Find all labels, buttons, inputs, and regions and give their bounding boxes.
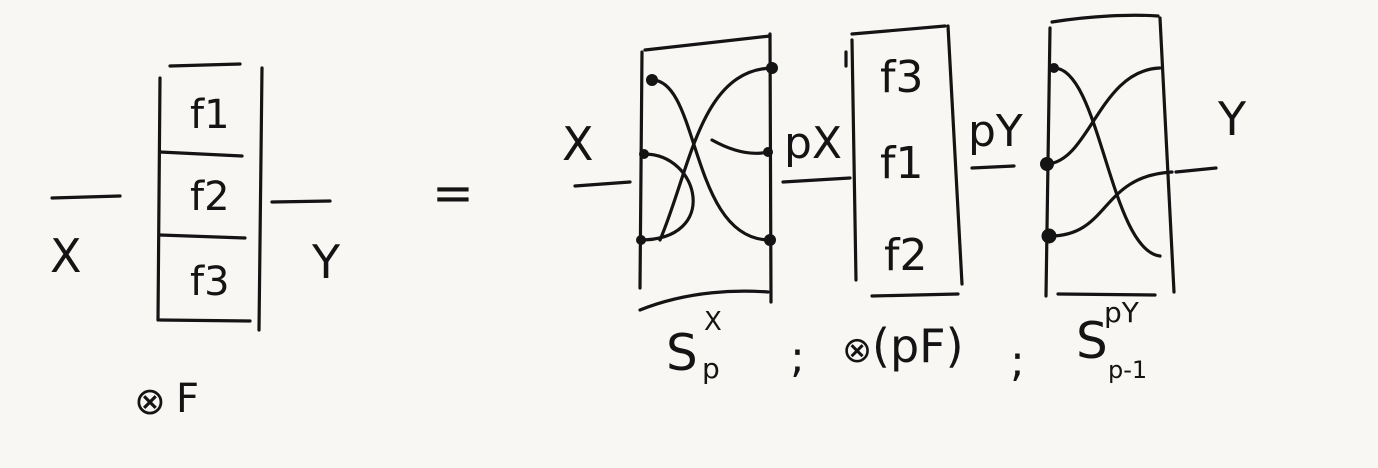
box3-wire-a <box>1052 66 1162 258</box>
left-box-divider-2 <box>158 233 247 240</box>
box1-top-edge <box>643 34 772 52</box>
symmetry-box-2 <box>1040 13 1176 298</box>
box1-bottom-edge <box>638 289 770 312</box>
left-box-right-edge <box>257 66 264 332</box>
box3-port-in-2 <box>1040 157 1054 171</box>
left-input-label: X <box>50 229 82 283</box>
box3-wire-b <box>1046 66 1162 166</box>
box2-left-edge <box>850 38 858 282</box>
box2-right-edge <box>946 24 964 286</box>
caption-s-base-2: S <box>1076 312 1108 370</box>
left-box-bottom-edge <box>158 318 252 323</box>
left-cell-1: f1 <box>190 92 230 138</box>
left-diagram: X f1 f2 f3 Y ⊗ F <box>50 62 341 423</box>
left-cell-2: f2 <box>190 174 230 220</box>
caption-separator-1: ; <box>790 332 805 383</box>
box3-port-in-3 <box>1041 228 1057 244</box>
caption-s-sup-1: X <box>704 307 722 337</box>
box1-wire-d <box>710 138 770 155</box>
left-output-wire <box>270 199 332 204</box>
box1-port-out-2 <box>763 147 773 157</box>
caption-tensor-arg: (pF) <box>872 319 964 373</box>
box2-bottom-edge <box>870 292 960 298</box>
tensor-cell-3: f2 <box>884 230 927 281</box>
left-cell-3: f3 <box>190 259 230 305</box>
wire-py <box>970 164 1016 170</box>
tensor-box <box>844 24 964 298</box>
caption-s-sub-1: p <box>702 352 720 385</box>
right-input-wire <box>573 180 632 188</box>
right-caption: S X p ; ⊗ (pF) ; S pY p-1 <box>666 296 1147 387</box>
box3-port-in-1 <box>1049 63 1059 73</box>
wire-px-label: pX <box>784 118 842 169</box>
box3-bottom-edge <box>1056 292 1157 297</box>
symmetry-box-1 <box>636 32 778 312</box>
left-box-divider-1 <box>158 150 244 158</box>
box1-right-edge <box>768 32 773 304</box>
box1-wire-a <box>650 78 772 242</box>
box1-port-in-2 <box>639 149 649 159</box>
equals-sign: = <box>432 164 474 222</box>
wire-py-label: pY <box>968 106 1023 157</box>
box1-port-out-1 <box>766 62 778 74</box>
left-input-wire <box>50 194 122 200</box>
left-output-label: Y <box>311 235 341 289</box>
left-box-left-edge <box>156 76 162 322</box>
box1-port-in-3 <box>636 235 646 245</box>
right-input-label: X <box>562 117 594 171</box>
caption-s-sup-2: pY <box>1104 296 1140 329</box>
caption-s-sub-2: p-1 <box>1108 356 1147 384</box>
wire-px <box>781 176 852 184</box>
box3-top-edge <box>1050 13 1160 24</box>
caption-s-base-1: S <box>666 324 698 382</box>
box1-left-edge <box>638 50 644 290</box>
caption-separator-2: ; <box>1010 336 1025 387</box>
tensor-cell-1: f3 <box>880 52 923 103</box>
caption-tensor-symbol: ⊗ <box>842 330 872 371</box>
box1-wire-b <box>638 152 695 242</box>
box1-port-in-1 <box>646 74 658 86</box>
left-caption-tensor-symbol: ⊗ <box>134 379 166 423</box>
box1-wire-c <box>658 66 774 242</box>
box1-port-out-3 <box>764 234 776 246</box>
right-output-wire <box>1174 166 1218 174</box>
right-output-label: Y <box>1217 92 1247 146</box>
right-diagram: X pX <box>562 13 1247 387</box>
box3-right-edge <box>1158 16 1176 294</box>
left-caption-f: F <box>176 376 199 422</box>
left-box-top-edge <box>168 62 242 68</box>
box3-wire-c <box>1048 170 1174 238</box>
tensor-cell-2: f1 <box>880 138 923 189</box>
box2-top-edge <box>850 24 947 36</box>
